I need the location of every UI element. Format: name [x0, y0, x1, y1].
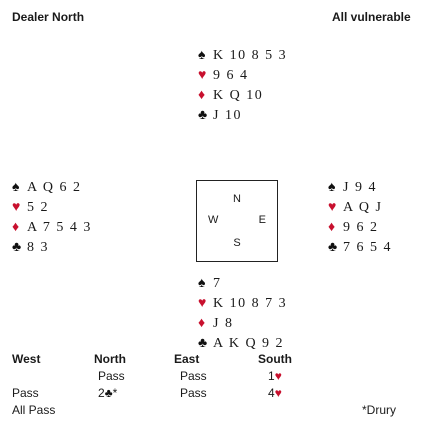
north-hearts: ♥ 9 6 4 [198, 66, 287, 86]
club-icon: ♣ [104, 386, 113, 400]
north-clubs: ♣ J 10 [198, 106, 287, 126]
east-clubs-cards: 7 6 5 4 [343, 240, 392, 255]
south-clubs: ♣ A K Q 9 2 [198, 334, 287, 354]
north-spades: ♠ K 10 8 5 3 [198, 46, 287, 66]
south-diamonds: ♦ J 8 [198, 314, 287, 334]
north-diamonds-cards: K Q 10 [213, 88, 264, 103]
west-hand: ♠ A Q 6 2 ♥ 5 2 ♦ A 7 5 4 3 ♣ 8 3 [12, 178, 92, 258]
bid-alert-mark: * [112, 386, 118, 400]
south-diamonds-cards: J 8 [213, 316, 234, 331]
east-hearts-cards: A Q J [343, 200, 383, 215]
bid-south-1: 1♥ [268, 369, 282, 383]
compass-east: E [258, 214, 266, 226]
diamond-icon: ♦ [12, 220, 20, 235]
west-diamonds-cards: A 7 5 4 3 [27, 220, 92, 235]
club-icon: ♣ [198, 336, 208, 351]
compass-north: N [233, 193, 241, 205]
north-clubs-cards: J 10 [213, 108, 242, 123]
west-hearts: ♥ 5 2 [12, 198, 92, 218]
east-diamonds-cards: 9 6 2 [343, 220, 379, 235]
bid-north-1: Pass [98, 369, 125, 383]
compass-box: N W E S [196, 180, 278, 262]
heart-icon: ♥ [274, 386, 282, 400]
heart-icon: ♥ [328, 200, 337, 215]
east-hearts: ♥ A Q J [328, 198, 392, 218]
compass-south: S [233, 237, 241, 249]
auction-header-west: West [12, 352, 41, 366]
south-hand: ♠7 ♥K 10 8 7 3 ♦J 8 ♣A K Q 9 2 [198, 274, 287, 354]
bid-east-2: Pass [180, 386, 207, 400]
bid-south-2: 4♥ [268, 386, 282, 400]
heart-icon: ♥ [274, 369, 282, 383]
east-spades: ♠ J 9 4 [328, 178, 392, 198]
drury-footnote: *Drury [362, 403, 397, 417]
bid-level: 2 [98, 386, 105, 400]
spade-icon: ♠ [198, 276, 206, 291]
north-diamonds: ♦ K Q 10 [198, 86, 287, 106]
bid-level: 1 [268, 369, 275, 383]
west-spades-cards: A Q 6 2 [27, 180, 82, 195]
bid-west-2: Pass [12, 386, 39, 400]
south-spades-cards: 7 [213, 276, 222, 291]
south-spades: ♠7 [198, 274, 287, 294]
auction-header-south: South [258, 352, 292, 366]
heart-icon: ♥ [12, 200, 21, 215]
bid-level: 4 [268, 386, 275, 400]
spade-icon: ♠ [198, 48, 206, 63]
spade-icon: ♠ [12, 180, 20, 195]
dealer-label: Dealer North [12, 10, 85, 24]
club-icon: ♣ [198, 108, 208, 123]
heart-icon: ♥ [198, 68, 207, 83]
east-clubs: ♣ 7 6 5 4 [328, 238, 392, 258]
vulnerability-label: All vulnerable [332, 10, 411, 24]
compass-west: W [208, 214, 219, 226]
spade-icon: ♠ [328, 180, 336, 195]
bid-west-3: All Pass [12, 403, 56, 417]
heart-icon: ♥ [198, 296, 207, 311]
west-clubs-cards: 8 3 [27, 240, 49, 255]
auction-header-east: East [174, 352, 200, 366]
diamond-icon: ♦ [328, 220, 336, 235]
east-diamonds: ♦ 9 6 2 [328, 218, 392, 238]
diamond-icon: ♦ [198, 88, 206, 103]
bid-north-2: 2♣* [98, 386, 117, 400]
north-hearts-cards: 9 6 4 [213, 68, 249, 83]
west-hearts-cards: 5 2 [27, 200, 49, 215]
east-spades-cards: J 9 4 [343, 180, 377, 195]
diamond-icon: ♦ [198, 316, 206, 331]
west-spades: ♠ A Q 6 2 [12, 178, 92, 198]
auction-header-north: North [94, 352, 126, 366]
west-diamonds: ♦ A 7 5 4 3 [12, 218, 92, 238]
club-icon: ♣ [328, 240, 338, 255]
bid-east-1: Pass [180, 369, 207, 383]
south-hearts-cards: K 10 8 7 3 [213, 296, 288, 311]
north-hand: ♠ K 10 8 5 3 ♥ 9 6 4 ♦ K Q 10 ♣ J 10 [198, 46, 287, 126]
east-hand: ♠ J 9 4 ♥ A Q J ♦ 9 6 2 ♣ 7 6 5 4 [328, 178, 392, 258]
club-icon: ♣ [12, 240, 22, 255]
south-clubs-cards: A K Q 9 2 [213, 336, 285, 351]
south-hearts: ♥ K 10 8 7 3 [198, 294, 287, 314]
west-clubs: ♣ 8 3 [12, 238, 92, 258]
north-spades-cards: K 10 8 5 3 [213, 48, 288, 63]
